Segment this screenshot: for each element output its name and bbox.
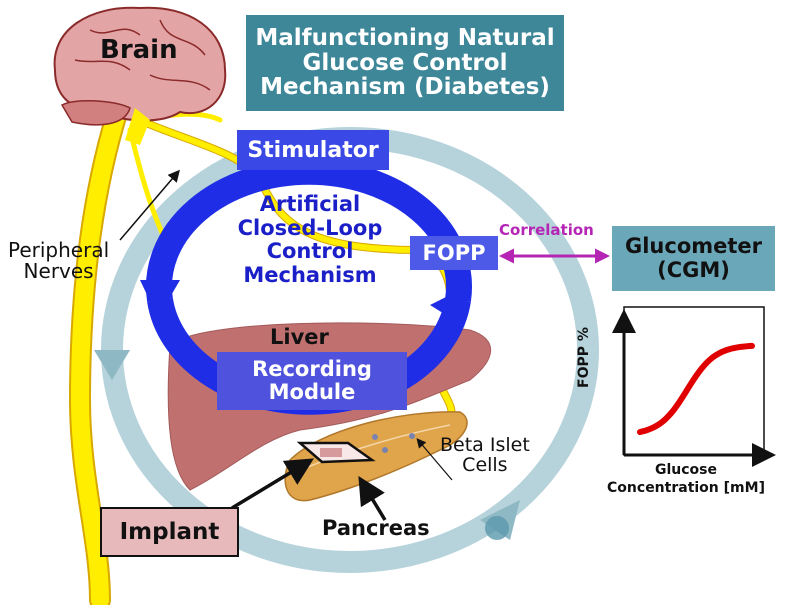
glucometer-box: Glucometer (CGM) [612,226,775,291]
stimulator-box: Stimulator [237,130,389,170]
pancreas-pointer [358,476,387,521]
inset-sigmoid-curve [637,342,755,435]
glucometer-line-2: (CGM) [657,257,730,282]
title-line-2: Glucose Control [302,49,508,76]
stimulator-label: Stimulator [247,137,379,163]
title-line-3: Mechanism (Diabetes) [260,74,550,101]
beta-line-2: Cells [462,453,508,476]
cycle-arrowhead-left [94,350,130,380]
peripheral-nerves-label: Peripheral Nerves [8,240,109,282]
inset-chart [612,306,776,467]
fopp-label: FOPP [422,241,486,265]
beta-line-1: Beta Islet [440,434,530,456]
glucometer-line-1: Glucometer [624,233,763,258]
brain-illustration [53,6,227,145]
implant-chip [296,441,376,464]
pancreas-illustration [284,411,468,502]
implant-pointer [231,458,314,510]
artificial-loop-label: Artificial Closed-Loop Control Mechanism [222,192,398,287]
brain-label: Brain [100,35,178,65]
beta-islet-label: Beta Islet Cells [440,434,530,476]
xlabel-line-1: Glucose [654,462,717,478]
acl-line-1: Artificial [259,192,361,216]
correlation-label: Correlation [499,221,594,239]
fopp-box: FOPP [410,236,498,270]
acl-line-2: Closed-Loop [237,215,383,240]
acl-line-4: Mechanism [243,262,377,287]
recording-line-1: Recording [252,356,372,381]
title-line-1: Malfunctioning Natural [255,24,555,51]
loop-arrowhead-right [430,285,470,325]
xlabel-line-2: Concentration [mM] [607,479,765,496]
implant-box: Implant [100,507,239,557]
diagram-title: Malfunctioning Natural Glucose Control M… [246,15,564,111]
periph-line-1: Peripheral [8,238,110,262]
peripheral-nerves-pointer [119,169,180,241]
periph-line-2: Nerves [23,259,94,283]
pancreas-label: Pancreas [322,516,430,540]
acl-line-3: Control [266,239,354,264]
beta-islet-pointer [416,438,453,481]
liver-label: Liver [270,325,329,349]
recording-module-box: Recording Module [217,352,407,410]
inset-x-label: Glucose Concentration [mM] [588,462,784,497]
recording-line-2: Module [268,380,356,404]
loop-arrowhead-left [140,280,180,318]
implant-label: Implant [119,519,220,545]
inset-y-label: FOPP % [576,327,592,388]
